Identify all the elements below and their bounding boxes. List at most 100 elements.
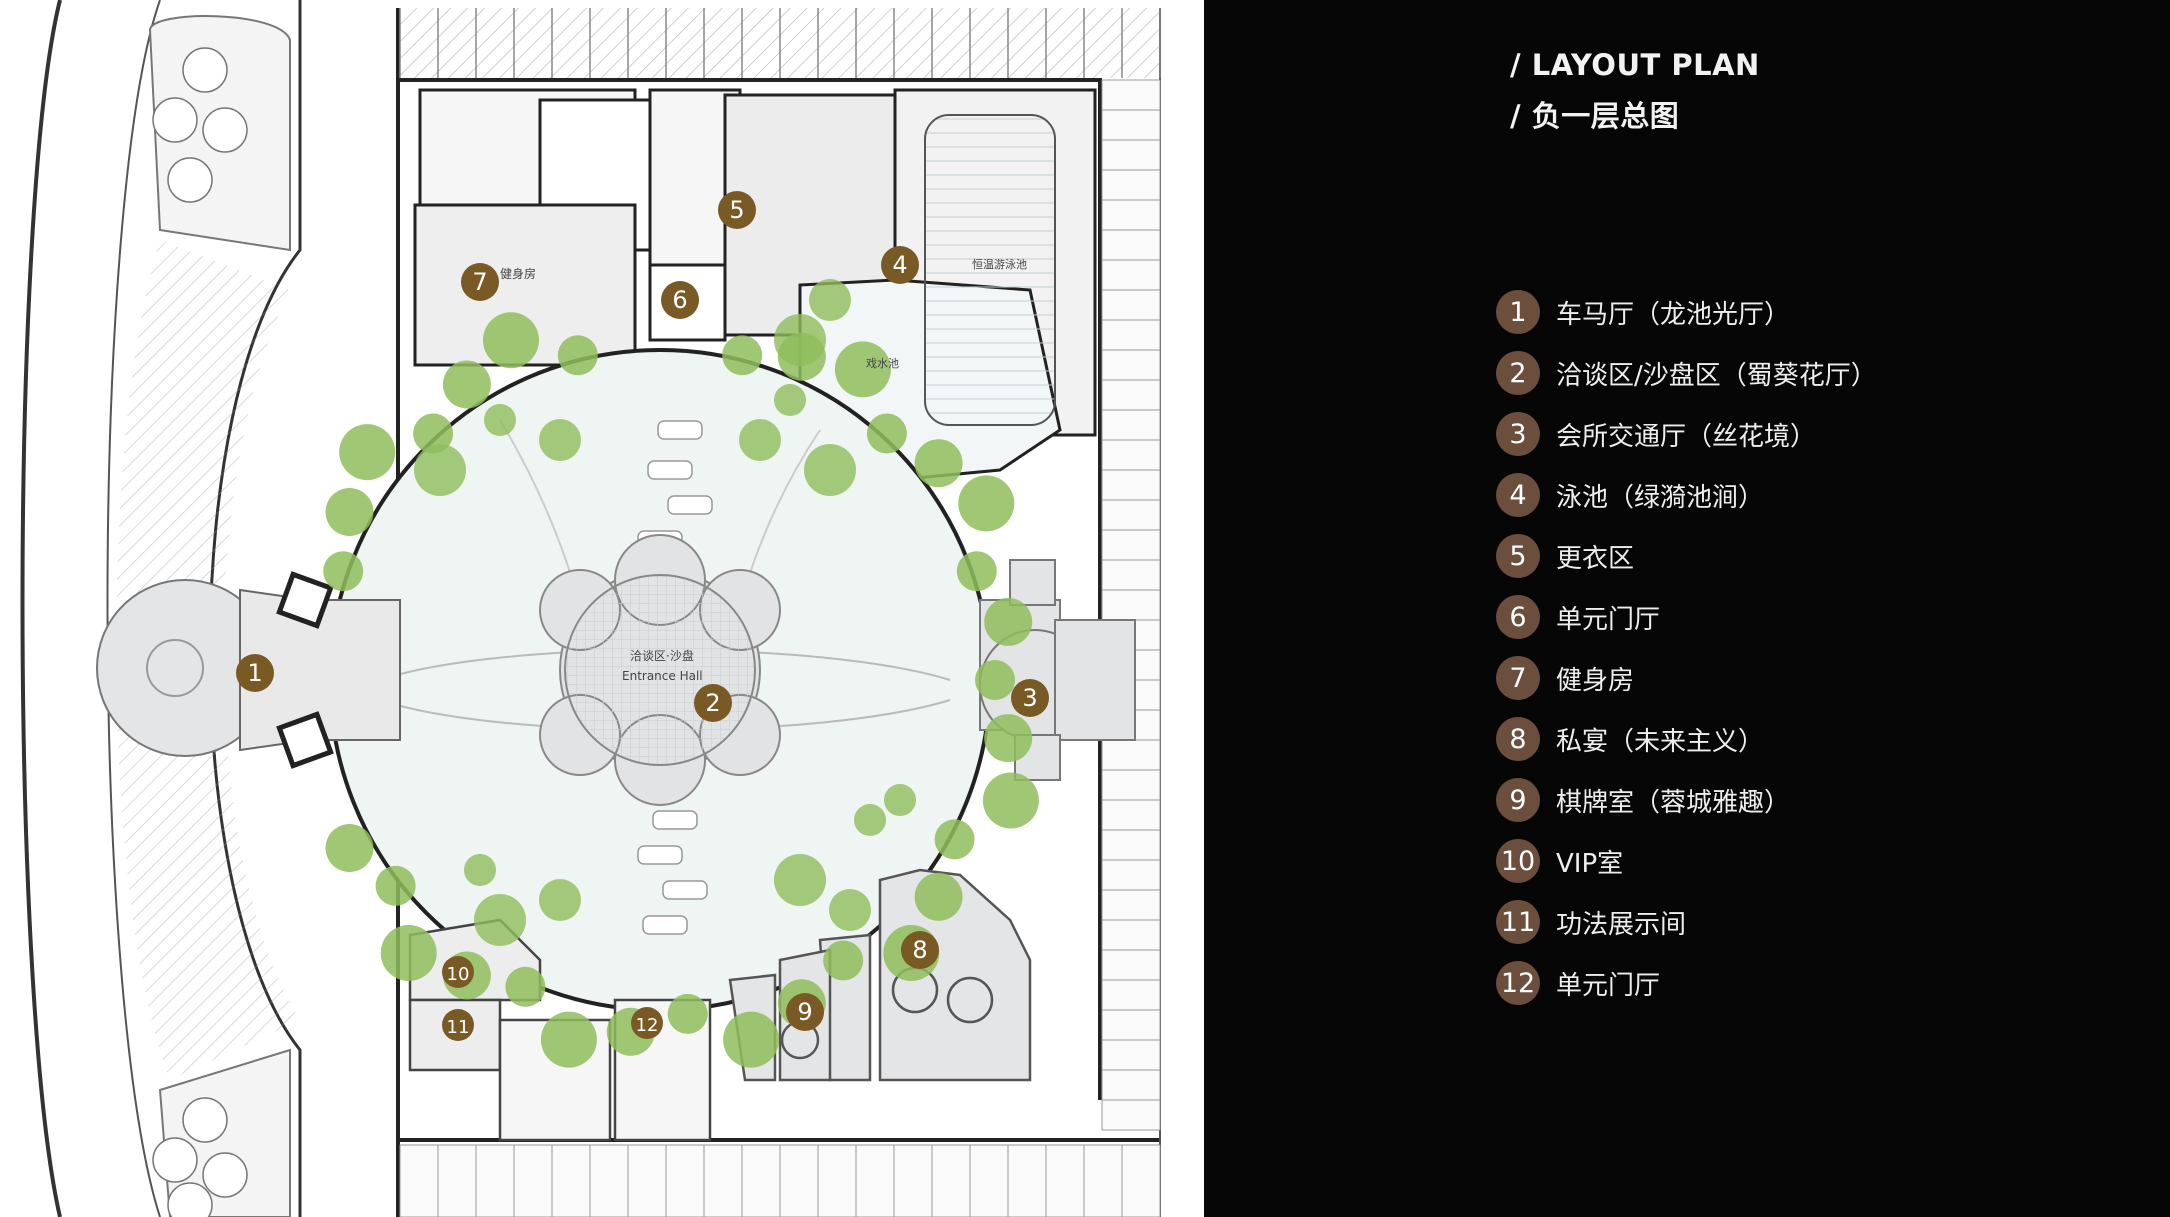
- tree-icon: [167, 157, 213, 203]
- tree-icon: [484, 404, 516, 436]
- tree-icon: [774, 384, 806, 416]
- room-label-sand-table: 洽谈区·沙盘: [630, 648, 694, 663]
- legend-item: 12 单元门厅: [1496, 959, 1660, 1007]
- tree-icon: [339, 424, 396, 481]
- tree-icon: [982, 772, 1039, 829]
- tree-icon: [884, 784, 916, 816]
- marker-badge: [718, 191, 756, 229]
- plan-marker-7: 7: [461, 263, 499, 301]
- tree-icon: [722, 335, 763, 376]
- marker-number: 9: [797, 998, 812, 1026]
- tree-icon: [464, 854, 496, 886]
- legend-label: 棋牌室（蓉城雅趣）: [1556, 787, 1791, 818]
- marker-badge: [901, 931, 939, 969]
- plan-marker-10: 10: [442, 956, 474, 988]
- stepping-stone: [657, 420, 703, 440]
- court-trees: [323, 279, 1039, 1068]
- marker-number: 8: [912, 936, 927, 964]
- tree-icon: [774, 314, 826, 366]
- legend-label: 车马厅（龙池光厅）: [1556, 299, 1791, 330]
- stepping-stone: [642, 915, 688, 935]
- tree-icon: [557, 335, 598, 376]
- tree-icon: [182, 1097, 228, 1143]
- tree-icon: [914, 439, 963, 488]
- tree-icon: [866, 413, 907, 454]
- tree-icon: [854, 804, 886, 836]
- legend-label: 单元门厅: [1556, 604, 1661, 635]
- tree-icon: [975, 660, 1015, 700]
- marker-number: 7: [472, 268, 487, 296]
- room-label-entrance-hall: Entrance Hall: [622, 669, 703, 683]
- marker-badge: [442, 1009, 474, 1041]
- tree-icon: [152, 97, 198, 143]
- tree-icon: [804, 444, 856, 496]
- title-chinese: / 负一层总图: [1510, 99, 1680, 133]
- legend-badge: 2: [1496, 351, 1540, 395]
- tree-icon: [809, 279, 851, 321]
- legend-badge: 10: [1496, 839, 1540, 883]
- stepping-stone: [647, 460, 693, 480]
- legend-label: 单元门厅: [1556, 970, 1661, 1001]
- marker-badge: [1011, 679, 1049, 717]
- marker-badge: [461, 263, 499, 301]
- tree-icon: [934, 819, 975, 860]
- legend-label: VIP室: [1556, 848, 1624, 879]
- floor-plan-drawing: 健身房 戏水池 恒温游泳池 洽谈区·沙盘 Entrance Hall 12345…: [20, 0, 1161, 1217]
- plan-marker-6: 6: [661, 281, 699, 319]
- tree-icon: [539, 419, 581, 461]
- tree-icon: [325, 488, 374, 536]
- legend-badge: 12: [1496, 961, 1540, 1005]
- marker-badge: [881, 246, 919, 284]
- tree-icon: [152, 1137, 198, 1183]
- tree-icon: [483, 312, 539, 369]
- tree-icon: [442, 360, 491, 409]
- legend-badge: 8: [1496, 717, 1540, 761]
- legend-item: 10 VIP室: [1496, 837, 1623, 885]
- tree-icon: [834, 341, 891, 398]
- legend-badge: 9: [1496, 778, 1540, 822]
- title-block: / LAYOUT PLAN / 负一层总图: [1510, 40, 1760, 142]
- tree-icon: [539, 879, 581, 921]
- room-label-kids-pool: 戏水池: [866, 357, 899, 370]
- marker-badge: [442, 956, 474, 988]
- tree-icon: [474, 894, 526, 946]
- tree-icon: [774, 854, 826, 906]
- stepping-stone: [667, 495, 713, 515]
- marker-number: 10: [447, 964, 470, 985]
- marker-number: 6: [672, 286, 687, 314]
- legend-item: 3 会所交通厅（丝花境）: [1496, 410, 1816, 458]
- marker-number: 3: [1022, 684, 1037, 712]
- tree-icon: [829, 889, 871, 931]
- marker-badge: [786, 993, 824, 1031]
- marker-number: 1: [247, 659, 262, 687]
- marker-number: 4: [892, 251, 907, 279]
- plan-marker-8: 8: [901, 931, 939, 969]
- marker-number: 2: [705, 689, 720, 717]
- tree-icon: [505, 966, 546, 1007]
- tree-icon: [375, 865, 416, 906]
- marker-number: 5: [729, 196, 744, 224]
- tree-icon: [984, 597, 1033, 646]
- parking-bottom: [399, 1144, 1161, 1217]
- legend-item: 9 棋牌室（蓉城雅趣）: [1496, 776, 1790, 824]
- legend-badge: 3: [1496, 412, 1540, 456]
- tree-icon: [414, 444, 466, 496]
- plan-marker-11: 11: [442, 1009, 474, 1041]
- marker-number: 12: [636, 1015, 659, 1036]
- legend-label: 会所交通厅（丝花境）: [1556, 421, 1817, 452]
- tree-icon: [325, 824, 374, 872]
- plan-marker-1: 1: [236, 654, 274, 692]
- legend-label: 健身房: [1556, 665, 1635, 696]
- tree-icon: [956, 551, 997, 592]
- tree-icon: [202, 107, 248, 153]
- tree-icon: [182, 47, 228, 93]
- marker-badge: [661, 281, 699, 319]
- title-english: / LAYOUT PLAN: [1510, 48, 1760, 82]
